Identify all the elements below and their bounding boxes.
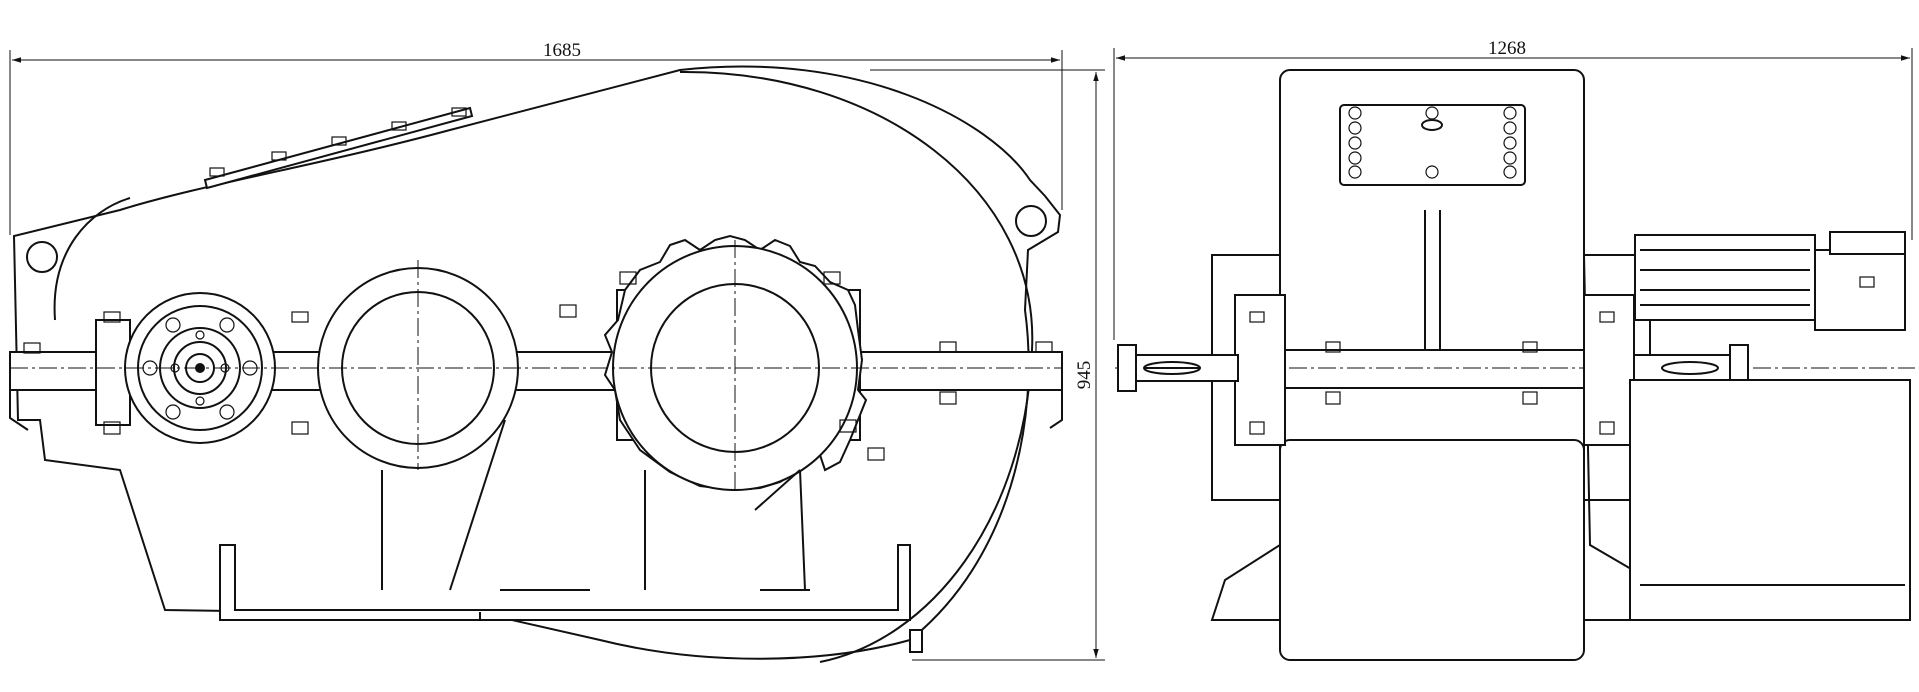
lifting-eye-right: [1015, 205, 1047, 237]
side-inspection-cover: [1339, 104, 1526, 186]
side-left-bearing: [1234, 294, 1286, 446]
lifting-eye-left: [26, 241, 58, 273]
front-view: [9, 65, 1063, 663]
cover-bolts: [209, 107, 467, 177]
output-sprocket: [603, 234, 868, 591]
front-base: [219, 544, 911, 621]
dim-label-945: 945: [1074, 361, 1095, 390]
dimension-front-height: 945: [870, 69, 1105, 661]
inspection-cover: [203, 106, 474, 190]
dimension-side-width: 1268: [1113, 38, 1913, 340]
side-lower-housing: [1279, 439, 1585, 661]
drain-plug: [909, 629, 923, 653]
side-right-bearing: [1583, 294, 1635, 446]
input-bearing-block: [95, 319, 131, 426]
side-view: [1115, 69, 1915, 661]
front-flange-bolts: [23, 271, 1053, 461]
left-lobe: [53, 197, 131, 321]
side-shaft-band: [1239, 349, 1631, 389]
large-wheel-cover: [679, 70, 1034, 663]
side-bolts: [1249, 276, 1875, 435]
dimension-front-length: 1685: [9, 40, 1063, 235]
dim-label-1685: 1685: [543, 40, 581, 61]
base-details: [479, 589, 810, 620]
dim-label-1268: 1268: [1488, 38, 1526, 59]
side-left-shaft: [1117, 344, 1239, 392]
flange-ends: [9, 390, 1063, 431]
side-motor-unit: [1629, 231, 1911, 621]
